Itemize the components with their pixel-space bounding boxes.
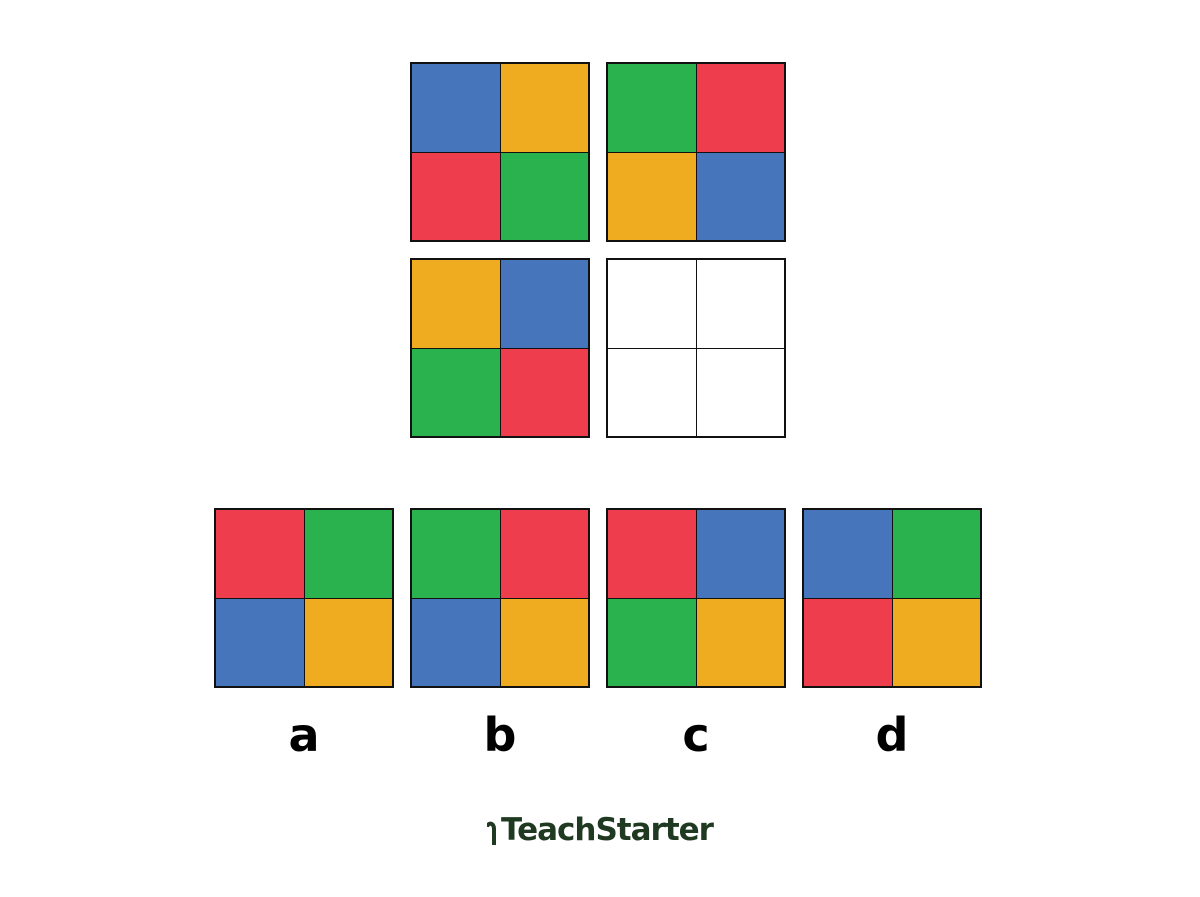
blue-cell (412, 598, 500, 686)
puzzle-grid-top-left (410, 62, 590, 242)
option-d-grid[interactable] (802, 508, 982, 688)
yellow-cell (304, 598, 392, 686)
green-cell (304, 510, 392, 598)
blue-cell (804, 510, 892, 598)
blue-cell (216, 598, 304, 686)
empty-cell (696, 348, 784, 436)
green-cell (500, 152, 588, 240)
red-cell (696, 64, 784, 152)
green-cell (412, 510, 500, 598)
puzzle-grid-missing (606, 258, 786, 438)
red-cell (500, 510, 588, 598)
option-a-grid[interactable] (214, 508, 394, 688)
red-cell (412, 152, 500, 240)
sprout-icon (487, 821, 497, 845)
empty-cell (696, 260, 784, 348)
yellow-cell (500, 598, 588, 686)
option-c-grid[interactable] (606, 508, 786, 688)
option-d-label: d (875, 708, 909, 762)
blue-cell (500, 260, 588, 348)
red-cell (804, 598, 892, 686)
option-b-label: b (483, 708, 517, 762)
yellow-cell (412, 260, 500, 348)
puzzle-grid-top-right (606, 62, 786, 242)
option-b-grid[interactable] (410, 508, 590, 688)
option-a-label: a (288, 708, 320, 762)
red-cell (500, 348, 588, 436)
yellow-cell (892, 598, 980, 686)
green-cell (608, 598, 696, 686)
option-c-label: c (682, 708, 710, 762)
yellow-cell (608, 152, 696, 240)
green-cell (892, 510, 980, 598)
empty-cell (608, 348, 696, 436)
red-cell (216, 510, 304, 598)
blue-cell (696, 510, 784, 598)
green-cell (412, 348, 500, 436)
brand-logo: TeachStarter (0, 812, 1200, 848)
empty-cell (608, 260, 696, 348)
blue-cell (412, 64, 500, 152)
yellow-cell (696, 598, 784, 686)
blue-cell (696, 152, 784, 240)
yellow-cell (500, 64, 588, 152)
brand-name: TeachStarter (501, 812, 714, 848)
green-cell (608, 64, 696, 152)
puzzle-grid-bottom-left (410, 258, 590, 438)
red-cell (608, 510, 696, 598)
